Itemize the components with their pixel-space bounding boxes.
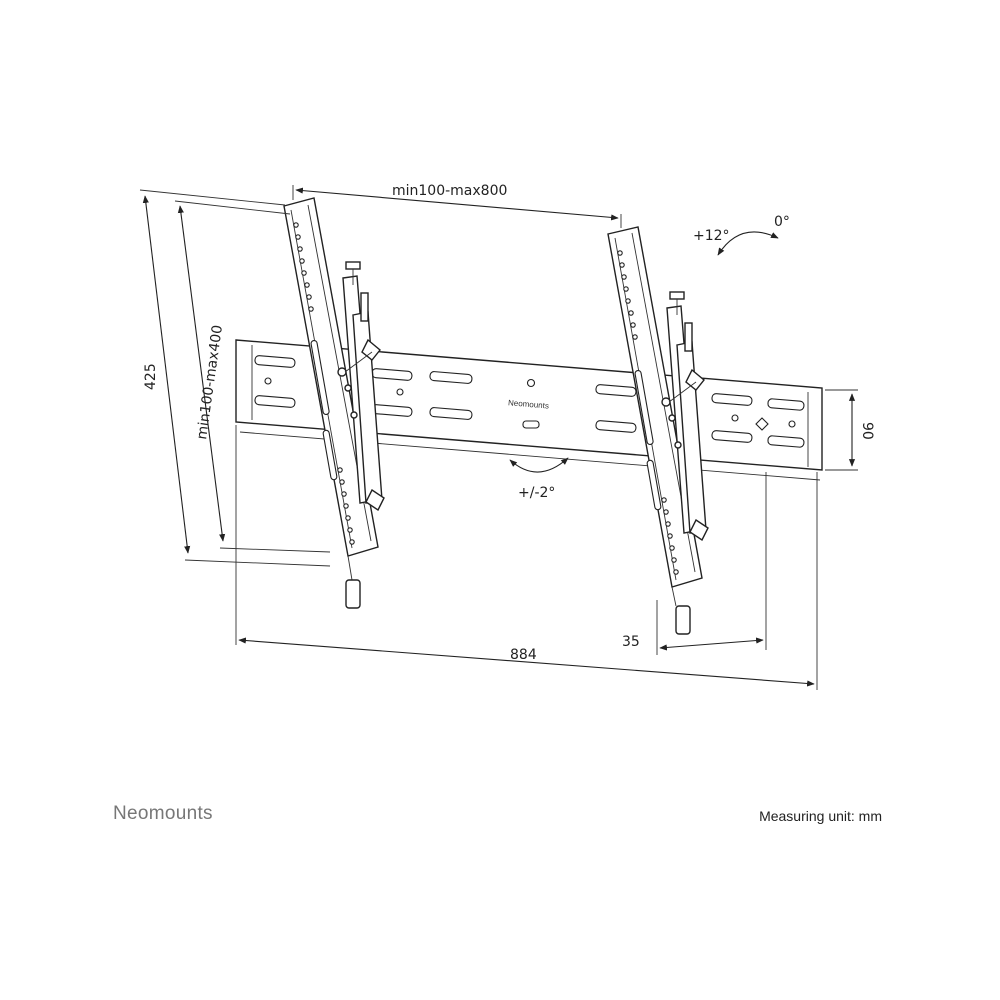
plate-logo: Neomounts [508,398,550,410]
tilt-zero-label: 0° [774,214,790,230]
dim-vesa-width: min100-max800 [292,183,622,228]
tilt-up-label: +12° [693,228,730,244]
measuring-unit-text: Measuring unit: mm [759,808,882,824]
plate-width-label: 884 [510,647,537,663]
brand-logo-text: Neomounts [113,803,213,824]
left-arm-holes [293,222,355,545]
level-angle-indicator: +/-2° [509,457,569,501]
tilt-angle-indicator: +12° 0° [693,214,790,256]
arm-height-label: 425 [143,363,159,390]
dim-plate-width: 884 [235,425,818,690]
dim-plate-height: 90 [825,389,875,471]
plate-height-label: 90 [859,422,875,440]
right-arm-holes [617,250,679,575]
level-label: +/-2° [518,485,555,501]
left-bracket-arm [283,197,385,609]
vesa-height-label: min100-max400 [194,324,226,441]
right-bracket-arm [607,226,709,635]
vesa-width-label: min100-max800 [392,183,507,199]
wall-distance-label: 35 [622,634,640,650]
dim-wall-distance: 35 [622,472,767,655]
